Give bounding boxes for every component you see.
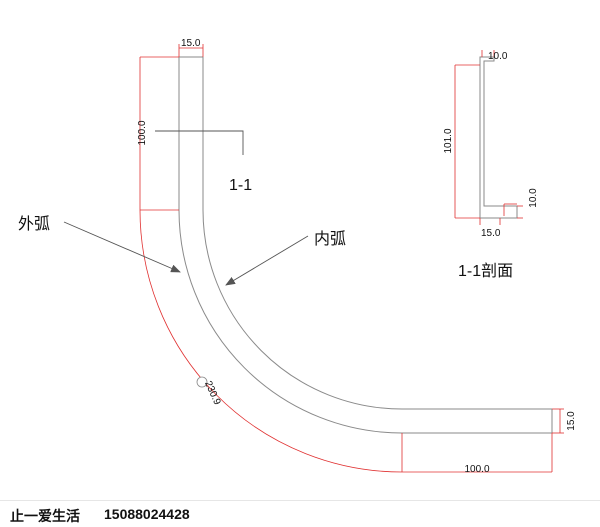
part-outline — [178, 56, 553, 434]
dim-section-top: 10.0 — [488, 51, 508, 62]
dim-left-height: 100.0 — [137, 120, 148, 145]
dim-section-bottom: 15.0 — [481, 228, 501, 239]
bent-channel-drawing: 15.0 100.0 230.9 100.0 15.0 10.0 101.0 1… — [18, 38, 577, 475]
dimension-lines — [139, 44, 564, 473]
section-outline — [479, 56, 518, 219]
dim-section-height: 101.0 — [443, 128, 454, 153]
dim-right-width: 15.0 — [566, 411, 577, 431]
section-mark-label: 1-1 — [229, 177, 252, 194]
dim-section-lip: 10.0 — [528, 188, 539, 208]
dim-arc-length: 230.9 — [202, 379, 222, 407]
leader-lines — [63, 130, 309, 286]
section-title: 1-1剖面 — [458, 262, 513, 280]
outer-edge — [178, 57, 552, 434]
section-mark-leader — [155, 130, 244, 155]
brand-name: 止一爱生活 — [10, 508, 80, 524]
footer-bar: 止一爱生活 15088024428 — [0, 500, 600, 527]
inner-edge — [202, 57, 552, 410]
outer-arc-leader — [63, 221, 181, 273]
dim-bottom-length: 100.0 — [464, 464, 489, 475]
inner-arc-label: 内弧 — [314, 230, 346, 248]
dim-top-width: 15.0 — [181, 38, 201, 49]
inner-arc-leader — [225, 235, 309, 286]
phone-number: 15088024428 — [104, 506, 190, 522]
section-dimension-lines — [454, 50, 523, 225]
outer-arc-label: 外弧 — [18, 215, 50, 233]
arc-marker — [196, 376, 208, 388]
